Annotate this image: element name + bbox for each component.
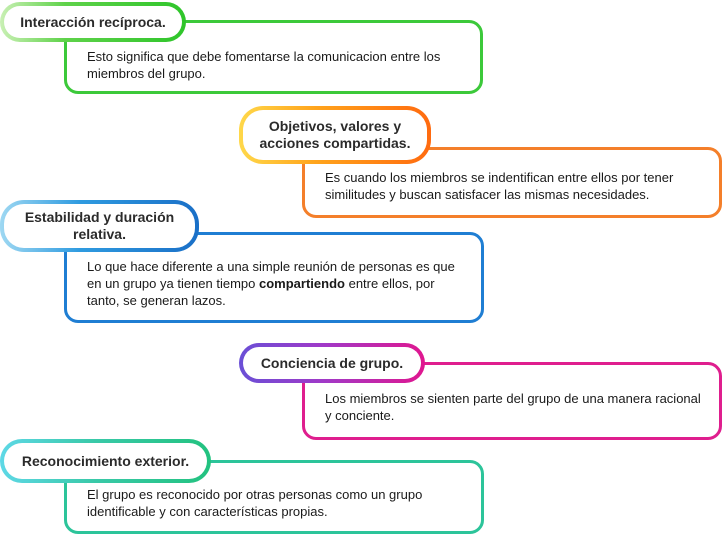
description-box-reconocimiento: El grupo es reconocido por otras persona…	[64, 460, 484, 534]
bold-term: compartiendo	[259, 276, 345, 291]
title-label: Conciencia de grupo.	[243, 347, 421, 379]
description-text: El grupo es reconocido por otras persona…	[87, 487, 423, 519]
description-text: Esto significa que debe fomentarse la co…	[87, 49, 441, 81]
description-text: Lo que hace diferente a una simple reuni…	[87, 259, 455, 308]
title-label: Reconocimiento exterior.	[4, 443, 207, 479]
title-pill-interaccion: Interacción recíproca.	[0, 2, 186, 42]
description-box-interaccion: Esto significa que debe fomentarse la co…	[64, 20, 483, 94]
title-pill-estabilidad: Estabilidad y duración relativa.	[0, 200, 199, 252]
title-label: Estabilidad y duración relativa.	[4, 204, 195, 248]
title-pill-objetivos: Objetivos, valores y acciones compartida…	[239, 106, 431, 164]
description-box-objetivos: Es cuando los miembros se indentifican e…	[302, 147, 722, 218]
title-label: Objetivos, valores y acciones compartida…	[243, 110, 427, 160]
description-text: Los miembros se sienten parte del grupo …	[325, 391, 701, 423]
title-label: Interacción recíproca.	[4, 6, 182, 38]
description-text: Es cuando los miembros se indentifican e…	[325, 169, 674, 202]
title-pill-reconocimiento: Reconocimiento exterior.	[0, 439, 211, 483]
title-pill-conciencia: Conciencia de grupo.	[239, 343, 425, 383]
